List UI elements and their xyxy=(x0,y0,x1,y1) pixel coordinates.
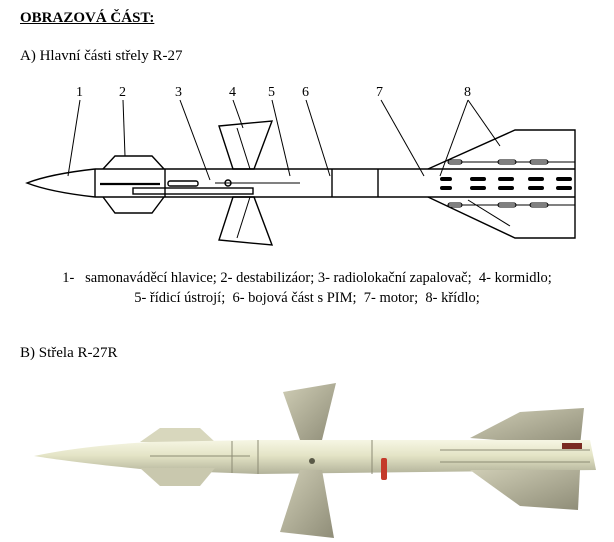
callout-7: 7 xyxy=(376,85,383,100)
legend-line-1: 1- samonaváděcí hlavice; 2- destabilizáo… xyxy=(62,270,552,286)
legend-line-2: 5- řídicí ústrojí; 6- bojová část s PIM;… xyxy=(134,290,480,306)
callout-5: 5 xyxy=(268,85,275,100)
missile-photo xyxy=(34,383,596,538)
callout-3: 3 xyxy=(175,85,182,100)
callout-8: 8 xyxy=(464,85,471,100)
callout-6: 6 xyxy=(302,85,309,100)
section-a-title: A) Hlavní části střely R-27 xyxy=(20,48,183,64)
section-b-title: B) Střela R-27R xyxy=(20,345,118,361)
callout-4: 4 xyxy=(229,85,236,100)
page-heading: OBRAZOVÁ ČÁST: xyxy=(20,10,155,26)
callout-1: 1 xyxy=(76,85,83,100)
callout-2: 2 xyxy=(119,85,126,100)
